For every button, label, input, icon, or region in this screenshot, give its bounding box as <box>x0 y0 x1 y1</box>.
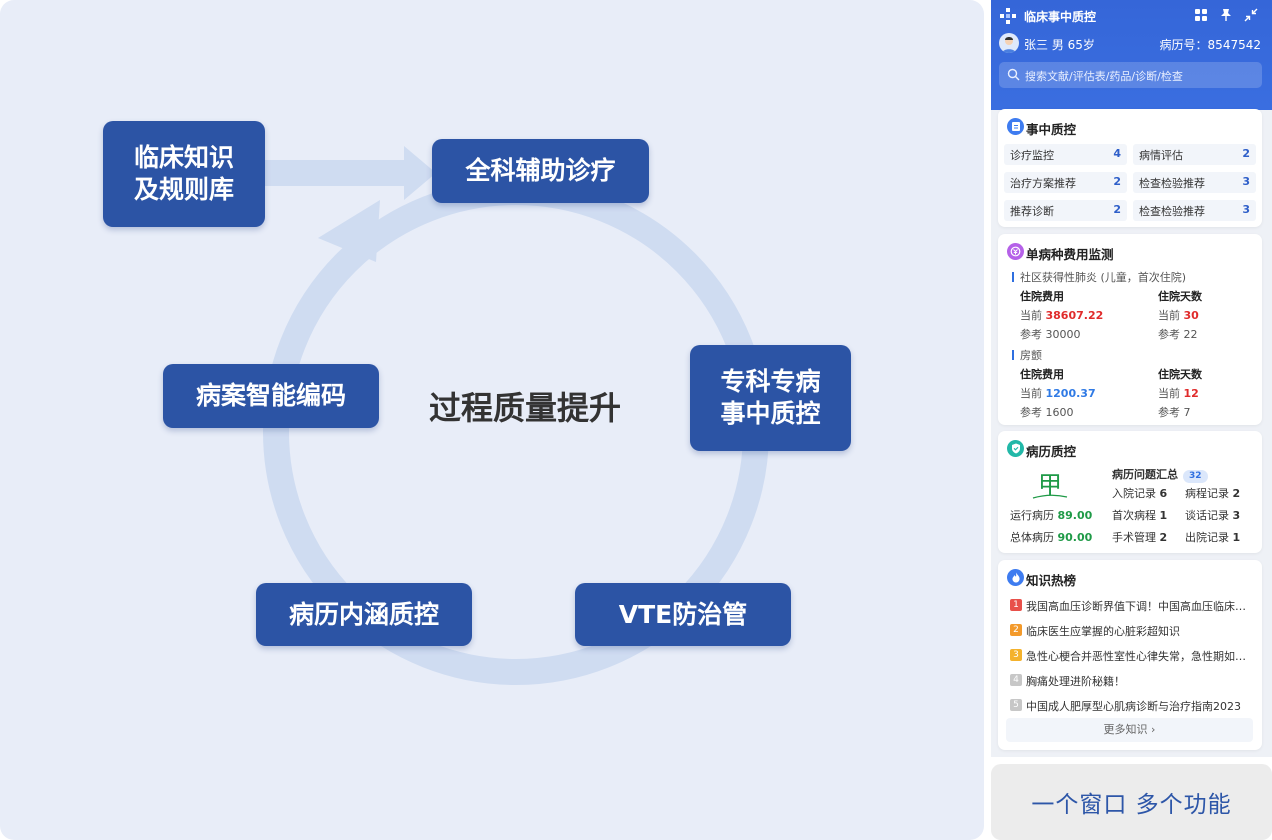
caption-box: 一个窗口 多个功能 <box>991 764 1272 840</box>
days-label: 住院天数 <box>1158 368 1202 381</box>
issue-item[interactable]: 手术管理 2 <box>1112 531 1168 544</box>
disease-name: 房颤 <box>1020 349 1042 362</box>
panel-header: 临床事中质控 张三 男 65岁 病历号：8547542 搜索文献/评 <box>991 0 1272 110</box>
fee-current: 当前 1200.37 <box>1020 387 1096 400</box>
days-reference: 参考 7 <box>1158 406 1191 419</box>
money-icon <box>1007 243 1024 260</box>
pin-icon[interactable] <box>1219 8 1233 22</box>
days-label: 住院天数 <box>1158 290 1202 303</box>
chevron-right-icon: › <box>1151 723 1156 736</box>
issues-count-badge: 32 <box>1183 470 1208 483</box>
patient-row: 张三 男 65岁 病历号：8547542 <box>991 33 1272 55</box>
fee-monitor-card: 单病种费用监测 社区获得性肺炎 (儿童，首次住院) 住院费用 住院天数 当前 3… <box>998 234 1262 425</box>
patient-info: 张三 男 65岁 <box>1024 38 1095 52</box>
fee-label: 住院费用 <box>1020 290 1064 303</box>
more-knowledge-button[interactable]: 更多知识 › <box>1006 718 1253 742</box>
grade-stamp: 甲 <box>1038 471 1062 499</box>
clipboard-icon <box>1007 118 1024 135</box>
avatar <box>999 33 1019 53</box>
knowledge-card-title: 知识热榜 <box>1026 573 1077 588</box>
fee-card-title: 单病种费用监测 <box>1026 247 1114 262</box>
node-vte: VTE防治管 <box>575 583 791 646</box>
days-reference: 参考 22 <box>1158 328 1198 341</box>
issue-item[interactable]: 入院记录 6 <box>1112 487 1168 500</box>
center-title: 过程质量提升 <box>428 389 621 427</box>
grid-icon[interactable] <box>1194 8 1208 22</box>
days-current: 当前 30 <box>1158 309 1199 322</box>
qc-card-title: 事中质控 <box>1026 122 1077 137</box>
process-diagram: 临床知识 及规则库 全科辅助诊疗 专科专病 事中质控 VTE防治管 病历内涵质控… <box>0 0 984 840</box>
issue-item[interactable]: 出院记录 1 <box>1185 531 1241 544</box>
running-record-score: 运行病历 89.00 <box>1010 509 1093 522</box>
node-knowledge-base: 临床知识 及规则库 <box>103 121 265 227</box>
search-placeholder: 搜索文献/评估表/药品/诊断/检查 <box>1025 70 1183 83</box>
node-specialty-qc: 专科专病 事中质控 <box>690 345 851 451</box>
fee-current: 当前 38607.22 <box>1020 309 1104 322</box>
node-general-diagnosis: 全科辅助诊疗 <box>432 139 649 203</box>
caption-text: 一个窗口 多个功能 <box>1031 792 1232 818</box>
issue-item[interactable]: 首次病程 1 <box>1112 509 1168 522</box>
issue-item[interactable]: 谈话记录 3 <box>1185 509 1241 522</box>
node-record-qc: 病历内涵质控 <box>256 583 472 646</box>
shield-icon <box>1007 440 1024 457</box>
qc-side-panel: 临床事中质控 张三 男 65岁 病历号：8547542 搜索文献/评 <box>991 0 1272 757</box>
flame-icon <box>1007 569 1024 586</box>
mr-card-title: 病历质控 <box>1026 444 1077 459</box>
disease-name: 社区获得性肺炎 (儿童，首次住院) <box>1020 271 1187 284</box>
fee-reference: 参考 1600 <box>1020 406 1074 419</box>
app-title: 临床事中质控 <box>1024 10 1097 24</box>
app-logo-icon <box>1000 8 1016 24</box>
fee-reference: 参考 30000 <box>1020 328 1081 341</box>
collapse-icon[interactable] <box>1244 8 1258 22</box>
section-marker <box>1012 272 1014 282</box>
search-icon <box>1007 68 1020 81</box>
title-bar: 临床事中质控 <box>991 0 1272 30</box>
issue-item[interactable]: 病程记录 2 <box>1185 487 1241 500</box>
search-input[interactable]: 搜索文献/评估表/药品/诊断/检查 <box>999 62 1262 88</box>
record-number: 病历号：8547542 <box>1159 38 1261 52</box>
total-record-score: 总体病历 90.00 <box>1010 531 1093 544</box>
fee-label: 住院费用 <box>1020 368 1064 381</box>
section-marker <box>1012 350 1014 360</box>
grade-underline-icon <box>1032 494 1068 499</box>
days-current: 当前 12 <box>1158 387 1199 400</box>
node-smart-coding: 病案智能编码 <box>163 364 379 428</box>
